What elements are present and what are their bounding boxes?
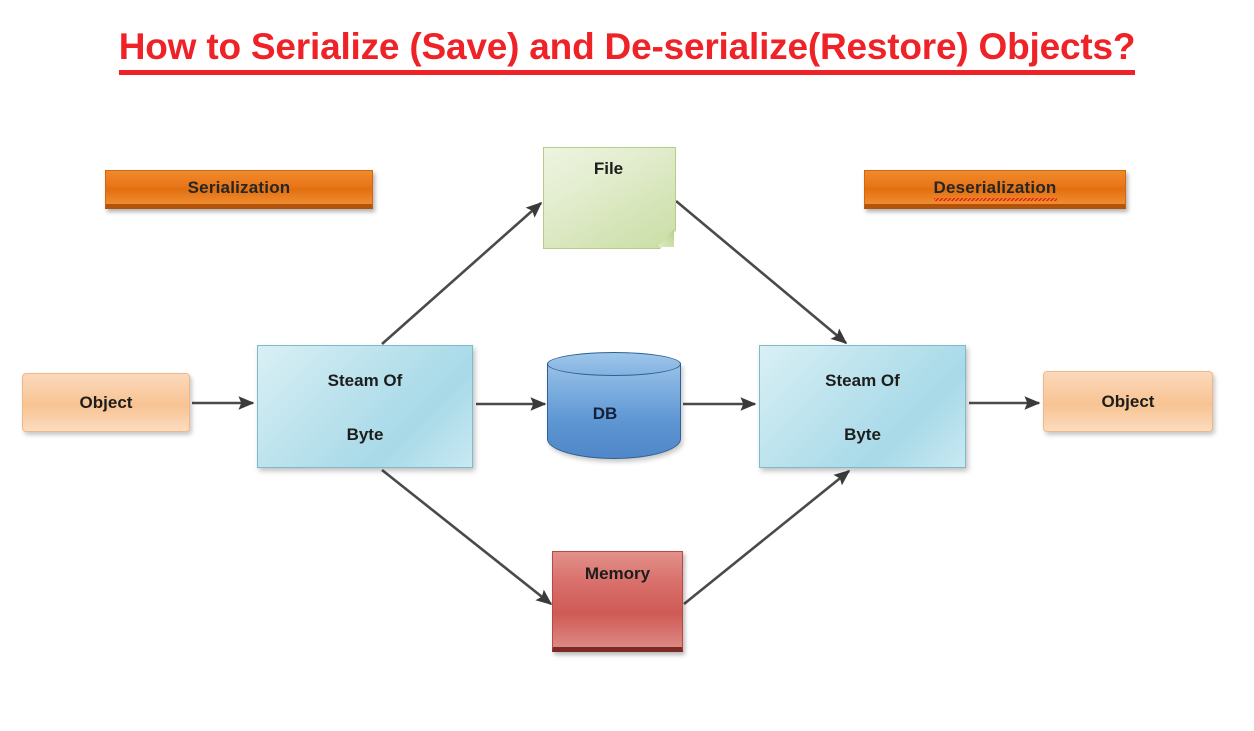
page-title: How to Serialize (Save) and De-serialize… [118, 27, 1135, 75]
database-cylinder-icon [547, 363, 681, 459]
database-cylinder-top-icon [547, 352, 681, 376]
banner-deserialization: Deserialization [864, 170, 1126, 209]
banner-serialization: Serialization [105, 170, 373, 209]
stream-left-line-1: Steam Of [327, 370, 403, 390]
object-left-label: Object [79, 392, 133, 412]
file-document-icon [543, 147, 676, 249]
arrow-memory-to-stream-right [683, 469, 851, 606]
memory-label: Memory [584, 564, 651, 583]
stream-right-line-1: Steam Of [825, 370, 900, 390]
db-label: DB [592, 403, 618, 423]
file-label: File [593, 159, 624, 178]
object-right-label: Object [1101, 391, 1155, 411]
banner-deserialization-label: Deserialization [933, 177, 1057, 201]
stream-of-byte-box-right: Steam Of Byte [759, 345, 966, 468]
arrow-stream-left-to-memory [381, 468, 553, 606]
object-box-right: Object [1043, 371, 1213, 432]
file-node: File [543, 147, 676, 249]
stream-right-line-2: Byte [844, 424, 881, 444]
memory-node: Memory [552, 551, 683, 652]
arrow-file-to-stream-right [675, 200, 848, 345]
stream-of-byte-box-left: Steam Of Byte [257, 345, 473, 468]
arrow-stream-left-to-file [381, 201, 543, 345]
stream-left-line-2: Byte [346, 424, 384, 444]
title-block: How to Serialize (Save) and De-serialize… [0, 27, 1254, 75]
database-node: DB [547, 352, 681, 469]
banner-serialization-label: Serialization [187, 177, 291, 197]
object-box-left: Object [22, 373, 190, 432]
